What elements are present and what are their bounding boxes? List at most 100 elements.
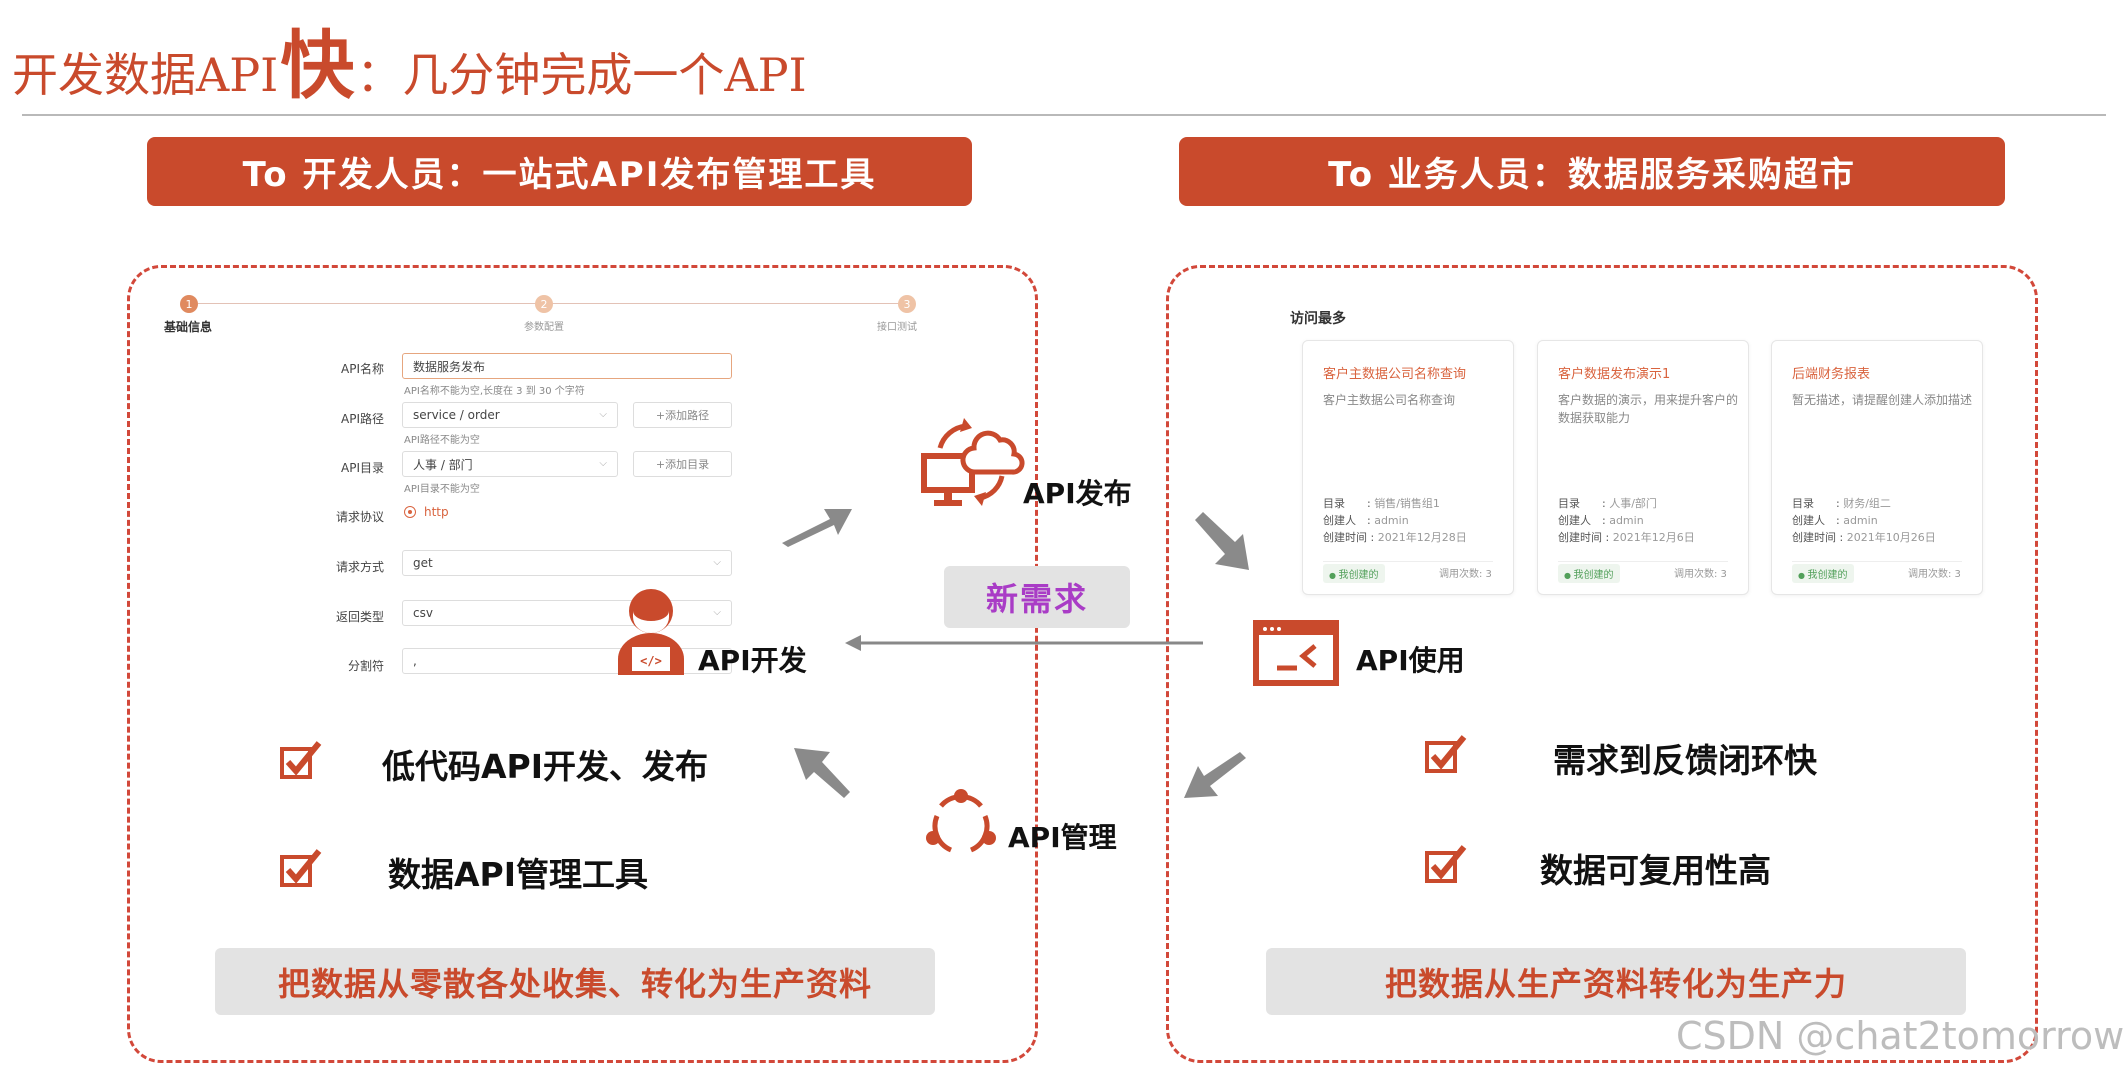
add-path-button[interactable]: +添加路径 (633, 402, 732, 428)
cycle-management-icon (926, 789, 996, 853)
meta-time-label: 创建时间 (1558, 531, 1602, 544)
meta-time: 2021年10月26日 (1846, 531, 1936, 544)
protocol-radio[interactable]: http (404, 505, 449, 519)
meta-creator-label: 创建人 (1323, 514, 1356, 527)
chevron-down-icon: ⌵ (713, 607, 721, 618)
meta-creator-label: 创建人 (1792, 514, 1825, 527)
api-path-hint: API路径不能为空 (404, 435, 480, 446)
call-count: 调用次数: 3 (1674, 569, 1727, 580)
api-dir-value: 人事 / 部门 (413, 457, 473, 472)
chevron-down-icon: ⌵ (713, 557, 721, 568)
developer-dashed-frame (127, 265, 1038, 1063)
meta-creator: admin (1609, 514, 1644, 527)
step-2-dot[interactable]: 2 (535, 295, 553, 313)
watermark: CSDN @chat2tomorrow (1676, 1014, 2124, 1058)
checkbox-checked-icon (1425, 735, 1467, 773)
meta-time-label: 创建时间 (1323, 531, 1367, 544)
return-type-value: csv (413, 606, 433, 620)
api-card[interactable]: 客户主数据公司名称查询 客户主数据公司名称查询 目录 : 销售/销售组1 创建人… (1302, 340, 1514, 595)
api-dir-hint: API目录不能为空 (404, 484, 480, 495)
step-3-dot[interactable]: 3 (898, 295, 916, 313)
monitor-cloud-icon (921, 418, 1025, 506)
page-title: 开发数据API 快 ：几分钟完成一个API (12, 6, 807, 109)
api-dir-select[interactable]: 人事 / 部门 ⌵ (402, 451, 618, 477)
checkbox-checked-icon (280, 741, 322, 779)
meta-time: 2021年12月28日 (1377, 531, 1467, 544)
api-name-input[interactable]: 数据服务发布 (402, 353, 732, 379)
api-dir-label: API目录 (341, 461, 384, 475)
title-divider (22, 114, 2106, 116)
return-type-label: 返回类型 (335, 610, 384, 624)
api-path-value: service / order (413, 408, 500, 422)
step-3-label: 接口测试 (877, 322, 917, 333)
terminal-window-icon (1253, 620, 1339, 686)
feature-management-tool: 数据API管理工具 (388, 855, 649, 894)
arrow-left-icon (845, 635, 1203, 651)
svg-text:</>: </> (640, 654, 662, 668)
summary-left: 把数据从零散各处收集、转化为生产资料 (215, 948, 935, 1015)
step-1-dot[interactable]: 1 (180, 295, 198, 313)
api-name-hint: API名称不能为空,长度在 3 到 30 个字符 (404, 386, 585, 397)
meta-time: 2021年12月6日 (1612, 531, 1695, 544)
arrow-up-left-icon (794, 748, 850, 798)
new-request-box: 新需求 (944, 566, 1130, 628)
meta-dir: 财务/组二 (1843, 497, 1891, 510)
node-api-publish: API发布 (1023, 477, 1132, 510)
node-api-develop: API开发 (698, 644, 807, 677)
status-badge: 我创建的 (1558, 564, 1620, 583)
call-count: 调用次数: 3 (1908, 569, 1961, 580)
feature-low-code: 低代码API开发、发布 (382, 747, 709, 786)
chevron-down-icon: ⌵ (599, 409, 607, 420)
api-card-desc: 暂无描述，请提醒创建人添加描述 (1792, 393, 1973, 407)
node-api-use: API使用 (1356, 644, 1465, 677)
title-part2: ：几分钟完成一个API (356, 48, 807, 102)
meta-dir: 销售/销售组1 (1374, 497, 1440, 510)
feature-closed-loop: 需求到反馈闭环快 (1553, 741, 1817, 780)
summary-right: 把数据从生产资料转化为生产力 (1266, 948, 1966, 1015)
business-dashed-frame (1166, 265, 2038, 1063)
status-badge: 我创建的 (1792, 564, 1854, 583)
meta-dir-label: 目录 (1558, 497, 1580, 510)
api-path-select[interactable]: service / order ⌵ (402, 402, 618, 428)
api-card[interactable]: 后端财务报表 暂无描述，请提醒创建人添加描述 目录 : 财务/组二 创建人 : … (1771, 340, 1983, 595)
api-form-screenshot: 1 基础信息 2 参数配置 3 接口测试 API名称 数据服务发布 API名称不… (150, 280, 950, 700)
developer-laptop-icon: </> (618, 589, 684, 675)
checkbox-checked-icon (1425, 845, 1467, 883)
chevron-down-icon: ⌵ (599, 458, 607, 469)
method-select[interactable]: get ⌵ (402, 550, 732, 576)
checkbox-checked-icon (280, 849, 322, 887)
protocol-label: 请求协议 (335, 510, 384, 524)
api-card[interactable]: 客户数据发布演示1 客户数据的演示，用来提升客户的数据获取能力 目录 : 人事/… (1537, 340, 1749, 595)
add-dir-button[interactable]: +添加目录 (633, 451, 732, 477)
protocol-value: http (424, 505, 449, 519)
method-label: 请求方式 (335, 560, 384, 574)
api-card-desc: 客户数据的演示，用来提升客户的数据获取能力 (1558, 393, 1739, 425)
separator-label: 分割符 (347, 659, 384, 673)
meta-creator-label: 创建人 (1558, 514, 1591, 527)
market-heading: 访问最多 (1290, 311, 1346, 327)
feature-reusability: 数据可复用性高 (1540, 851, 1771, 890)
node-api-manage: API管理 (1008, 821, 1117, 854)
api-path-label: API路径 (341, 412, 384, 426)
return-type-select[interactable]: csv ⌵ (402, 600, 732, 626)
api-card-desc: 客户主数据公司名称查询 (1323, 393, 1456, 407)
meta-dir: 人事/部门 (1609, 497, 1657, 510)
arrow-down-right-icon (1195, 512, 1249, 570)
banner-developers: To 开发人员：一站式API发布管理工具 (147, 137, 972, 206)
meta-creator: admin (1374, 514, 1409, 527)
api-card-title[interactable]: 后端财务报表 (1792, 367, 1871, 382)
title-emphasis: 快 (280, 23, 355, 109)
call-count: 调用次数: 3 (1439, 569, 1492, 580)
title-part1: 开发数据API (12, 48, 279, 102)
meta-time-label: 创建时间 (1792, 531, 1836, 544)
step-2-label: 参数配置 (524, 322, 564, 333)
api-card-title[interactable]: 客户主数据公司名称查询 (1323, 367, 1467, 382)
meta-creator: admin (1843, 514, 1878, 527)
meta-dir-label: 目录 (1792, 497, 1814, 510)
arrow-up-right-icon (782, 509, 852, 547)
radio-selected-icon (404, 506, 416, 518)
api-card-title[interactable]: 客户数据发布演示1 (1558, 367, 1671, 382)
arrow-down-left-icon (1184, 752, 1246, 798)
status-badge: 我创建的 (1323, 564, 1385, 583)
method-value: get (413, 556, 433, 570)
